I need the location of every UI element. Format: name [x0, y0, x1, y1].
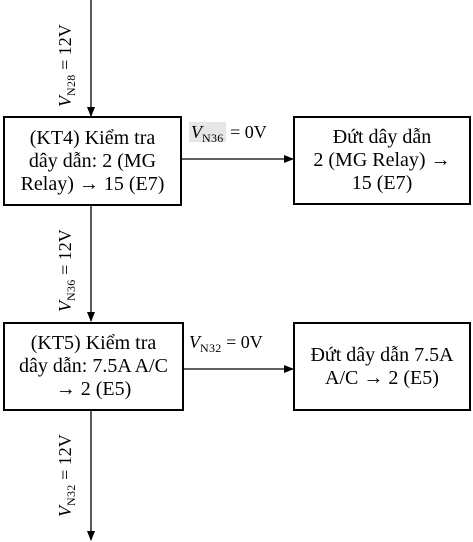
kt4-e7-voltage-label: VN36 = 0V — [189, 122, 267, 145]
top-voltage-label: VN28 = 12V — [55, 24, 78, 107]
kt5-check-box: (KT5) Kiểm tra dây dẫn: 7.5A A/C → 2 (E5… — [3, 322, 184, 411]
e5-fault-box: Đứt dây dẫn 7.5A A/C → 2 (E5) — [293, 322, 471, 411]
kt5-check-text: (KT5) Kiểm tra dây dẫn: 7.5A A/C → 2 (E5… — [19, 332, 168, 400]
kt4-kt5-voltage-label: VN36 = 12V — [55, 229, 78, 312]
e7-fault-box: Đứt dây dẫn 2 (MG Relay) → 15 (E7) — [293, 116, 471, 205]
kt5-out-voltage-label: VN32 = 12V — [55, 434, 78, 517]
e7-fault-text: Đứt dây dẫn 2 (MG Relay) → 15 (E7) — [313, 126, 451, 194]
kt4-check-text: (KT4) Kiểm tra dây dẫn: 2 (MG Relay) → 1… — [20, 126, 165, 195]
kt4-check-box: (KT4) Kiểm tra dây dẫn: 2 (MG Relay) → 1… — [3, 116, 182, 206]
kt5-e5-voltage-label: VN32 = 0V — [189, 332, 263, 355]
e5-fault-text: Đứt dây dẫn 7.5A A/C → 2 (E5) — [310, 343, 454, 389]
